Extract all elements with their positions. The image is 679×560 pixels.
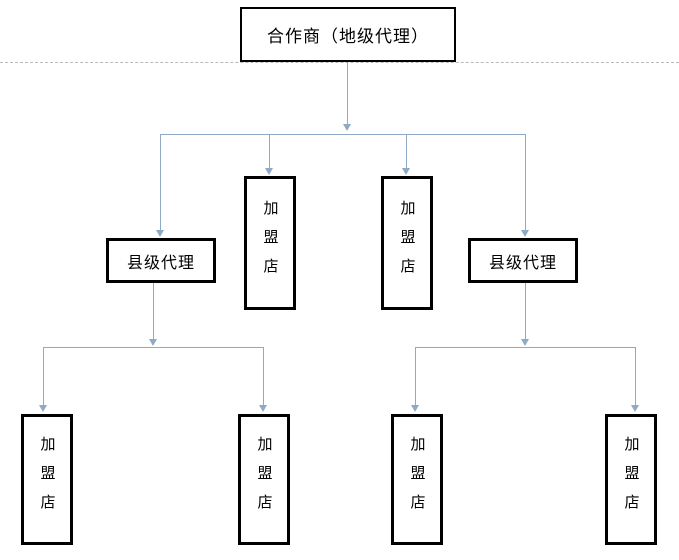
node-franchise-store-l3-a-label: 加盟店 [38,436,57,523]
node-franchise-store-l2-b-label: 加盟店 [398,199,417,287]
arrowhead-county-left-stem [149,339,157,346]
connector-to-store-l3-d [635,347,636,406]
connector-to-county-left [160,134,161,231]
connector-to-store-l3-a [43,347,44,406]
connector-to-county-right [525,134,526,231]
arrowhead-store-l3-b [259,405,267,412]
arrowhead-store-l3-d [631,405,639,412]
node-franchise-store-l3-d[interactable]: 加盟店 [605,414,657,545]
node-franchise-store-l3-b[interactable]: 加盟店 [238,414,290,545]
node-county-agent-right[interactable]: 县级代理 [468,238,578,283]
node-root-label: 合作商（地级代理） [267,27,429,47]
arrowhead-county-right [521,230,529,237]
distribution-bar-2 [43,347,263,348]
node-franchise-store-l3-a[interactable]: 加盟店 [21,414,73,545]
connector-root-stem [347,62,348,127]
arrowhead-store-l2-a [265,168,273,175]
connector-county-left-stem [153,283,154,340]
node-county-agent-left[interactable]: 县级代理 [106,238,216,283]
node-franchise-store-l3-d-label: 加盟店 [622,436,641,523]
node-franchise-store-l3-c-label: 加盟店 [408,436,427,523]
node-franchise-store-l2-b[interactable]: 加盟店 [381,176,433,310]
arrowhead-county-left [156,230,164,237]
connector-county-right-stem [525,283,526,340]
node-franchise-store-l2-a-label: 加盟店 [261,199,280,287]
arrowhead-store-l2-b [402,168,410,175]
node-county-agent-right-label: 县级代理 [488,252,557,272]
connector-to-store-l2-b [406,134,407,169]
arrowhead-store-l3-c [411,405,419,412]
page-divider [0,62,679,63]
distribution-bar-1 [160,134,525,135]
node-root-partner[interactable]: 合作商（地级代理） [240,7,456,62]
distribution-bar-3 [415,347,635,348]
connector-to-store-l2-a [269,134,270,169]
connector-to-store-l3-b [263,347,264,406]
node-county-agent-left-label: 县级代理 [126,252,195,272]
arrowhead-store-l3-a [39,405,47,412]
node-franchise-store-l2-a[interactable]: 加盟店 [244,176,296,310]
node-franchise-store-l3-b-label: 加盟店 [255,436,274,523]
arrowhead-root-stem [343,124,351,131]
connector-to-store-l3-c [415,347,416,406]
arrowhead-county-right-stem [521,339,529,346]
node-franchise-store-l3-c[interactable]: 加盟店 [391,414,443,545]
